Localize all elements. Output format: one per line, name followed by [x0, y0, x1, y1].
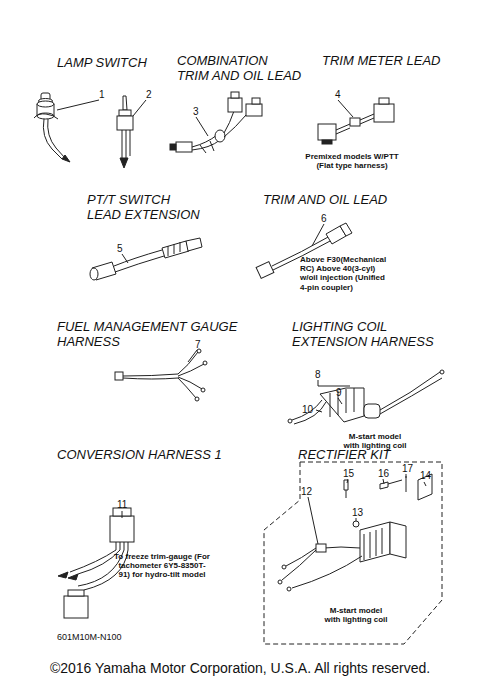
callout-number: 2: [146, 89, 152, 101]
callout-number: 11: [117, 499, 127, 511]
drawing-code: 601M10M-N100: [57, 632, 122, 642]
lighting-coil-harness: [288, 370, 444, 424]
note-text: Above F30(Mechanical RC) Above 40(3-cyl)…: [300, 255, 387, 292]
fuel-gauge-harness: [115, 349, 207, 401]
callout-number: 7: [195, 339, 201, 351]
callout-number: 17: [402, 463, 413, 475]
callout-number: 14: [420, 470, 431, 482]
callout-number: 10: [302, 404, 313, 416]
section-heading: TRIM AND OIL LEAD: [263, 193, 387, 208]
callout-number: 8: [315, 369, 321, 381]
callout-number: 13: [352, 507, 363, 519]
callout-number: 6: [321, 213, 327, 225]
section-heading: COMBINATION TRIM AND OIL LEAD: [177, 54, 302, 84]
toggle-switch: [117, 96, 133, 168]
callout-number: 5: [117, 243, 123, 255]
callout-number: 12: [301, 486, 312, 498]
note-text: M-start model with lighting coil: [324, 606, 388, 624]
section-heading: LAMP SWITCH: [57, 56, 147, 71]
section-heading: RECTIFIER KIT: [298, 448, 390, 463]
rectifier-kit: [264, 462, 442, 644]
note-text: To freeze trim-gauge (For tachometer 6Y5…: [114, 552, 210, 580]
copyright-caption: ©2016 Yamaha Motor Corporation, U.S.A. A…: [50, 660, 430, 676]
callout-number: 1: [99, 89, 105, 101]
callout-number: 4: [335, 89, 341, 101]
callout-number: 16: [378, 468, 389, 480]
callout-number: 15: [343, 468, 354, 480]
section-heading: PT/T SWITCH LEAD EXTENSION: [87, 193, 200, 223]
note-text: Premixed models W/PTT (Flat type harness…: [305, 152, 399, 170]
lamp-switch-knob: [34, 93, 70, 162]
combination-lead: [170, 92, 262, 153]
section-heading: FUEL MANAGEMENT GAUGE HARNESS: [57, 320, 257, 350]
section-heading: LIGHTING COIL EXTENSION HARNESS: [292, 320, 434, 350]
section-heading: TRIM METER LEAD: [322, 54, 440, 69]
trim-meter-lead: [318, 98, 394, 144]
section-heading: CONVERSION HARNESS 1: [57, 448, 222, 463]
ptt-extension: [90, 238, 202, 280]
callout-number: 3: [193, 106, 199, 118]
callout-number: 9: [336, 387, 342, 399]
